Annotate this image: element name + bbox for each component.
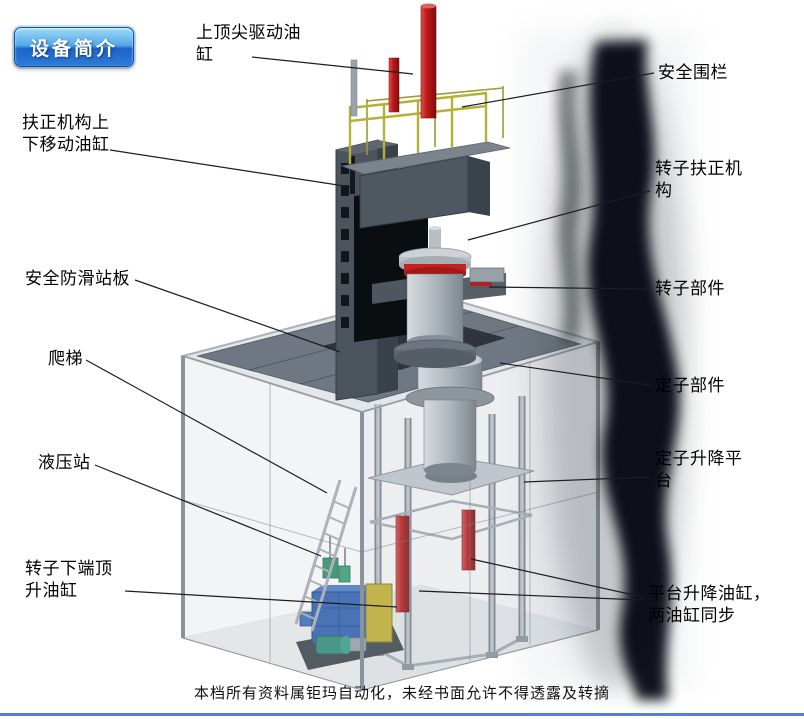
rotor-graphic	[393, 226, 477, 368]
leader-rotor-component	[488, 286, 651, 290]
label-rotor-jack-cylinder: 转子下端顶 升油缸	[25, 559, 113, 601]
leader-safety-fence	[461, 72, 655, 108]
leader-hydraulic	[94, 464, 322, 557]
smoke-shadow	[545, 30, 685, 700]
leader-top-drive-cylinder	[251, 56, 414, 75]
label-stator-component: 定子部件	[655, 376, 725, 395]
label-safety-fence: 安全围栏	[658, 63, 728, 82]
footer-notice: 本档所有资料属钜玛自动化，未经书面允许不得透露及转摘	[193, 685, 610, 702]
label-hydraulic-station: 液压站	[38, 453, 91, 472]
label-ladder: 爬梯	[48, 349, 83, 368]
leader-stator-component	[499, 362, 651, 386]
label-top-drive-cylinder: 上顶尖驱动油 缸	[196, 23, 301, 65]
label-centering-cylinder: 扶正机构上 下移动油缸	[22, 113, 110, 155]
stator-graphic	[405, 351, 495, 477]
ladder-graphic	[294, 479, 358, 632]
rotor-centering-arms	[372, 267, 506, 304]
hydraulic-station-graphic	[296, 536, 404, 670]
press-head	[340, 141, 511, 229]
leader-rotor-centering	[467, 190, 651, 241]
callout-lines	[85, 56, 655, 608]
platform-lift-cylinders-graphic	[395, 509, 476, 613]
leader-platform-cyl-a	[470, 558, 644, 598]
label-rotor-centering: 转子扶正机 构	[655, 159, 743, 201]
label-stator-lift-platform: 定子升降平 台	[655, 449, 743, 491]
bottom-divider	[0, 713, 804, 716]
leader-rotor-jack	[124, 590, 398, 608]
section-badge: 设备简介	[14, 27, 134, 67]
section-badge-text: 设备简介	[29, 38, 118, 60]
leader-stator-platform	[523, 476, 651, 483]
leader-platform-cyl-b	[418, 590, 644, 601]
top-drive-cylinder-graphic	[350, 3, 437, 119]
leader-anti-slip-plate	[134, 279, 341, 353]
leader-ladder	[85, 359, 328, 494]
label-anti-slip-platform: 安全防滑站板	[25, 269, 130, 288]
label-rotor-component: 转子部件	[655, 279, 725, 298]
label-platform-cylinders: 平台升降油缸， 两油缸同步	[648, 584, 771, 626]
leader-centering-cylinder	[109, 149, 352, 188]
